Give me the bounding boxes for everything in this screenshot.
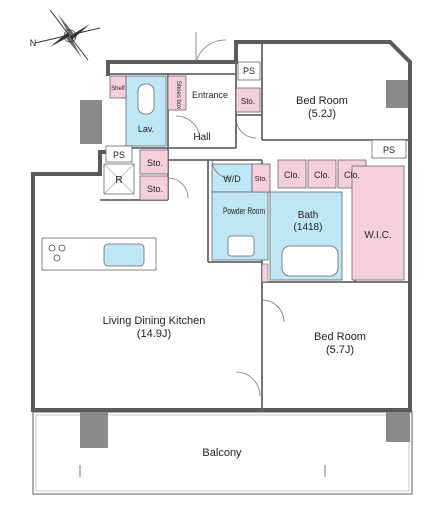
label-ps-left: PS	[113, 150, 125, 160]
label-ldk-size: (14.9J)	[137, 328, 171, 340]
label-balcony: Balcony	[202, 447, 242, 459]
compass-rose-icon	[34, 9, 101, 61]
ps-right-box	[371, 139, 407, 159]
storage-bath-side	[261, 263, 269, 283]
compass-north-label: N	[30, 38, 37, 48]
storage-hall-2-area	[139, 175, 169, 201]
storage-powder-area	[251, 163, 271, 193]
storage-hall-1-area	[139, 149, 169, 175]
shoes-box-area	[167, 75, 187, 111]
label-bath-size: (1418)	[294, 222, 323, 233]
label-washer-dryer: W/D	[223, 174, 241, 184]
label-closet-1: Clo.	[284, 170, 300, 180]
shelf-area	[109, 75, 127, 99]
door-swings	[167, 32, 285, 397]
label-bath: Bath	[298, 210, 319, 221]
pillar	[80, 100, 102, 144]
label-ps-right: PS	[383, 145, 395, 155]
kitchen-counter	[41, 237, 157, 271]
pillar	[386, 412, 410, 442]
label-storage-hall-2: Sto.	[147, 184, 163, 194]
stove-icon	[48, 244, 66, 262]
storage-entrance-area	[235, 87, 261, 113]
bathtub-icon	[281, 245, 339, 277]
pillar	[386, 80, 410, 108]
closet-1-area	[277, 159, 307, 189]
exterior-walls	[31, 40, 412, 412]
label-lavatory: Lav.	[138, 124, 154, 134]
label-bedroom-bottom: Bed Room	[314, 331, 366, 343]
label-refrigerator: R	[115, 175, 122, 186]
walk-in-closet-area	[351, 165, 405, 281]
label-closet-2: Clo.	[314, 170, 330, 180]
label-closet-3: Clo.	[344, 170, 360, 180]
ps-top-box	[237, 61, 261, 81]
closet-2-area	[307, 159, 337, 189]
washer-dryer-area	[211, 163, 253, 193]
label-bedroom-bottom-size: (5.7J)	[326, 344, 354, 356]
kitchen-sink-icon	[103, 243, 145, 267]
label-powder-room: Powder Room	[223, 206, 265, 216]
label-storage-hall-1: Sto.	[147, 158, 163, 168]
label-shoes-box: Shoes box	[175, 81, 181, 109]
label-entrance: Entrance	[192, 90, 228, 100]
label-ldk: Living Dining Kitchen	[103, 315, 206, 327]
sink-icon	[227, 235, 255, 257]
label-bedroom-top: Bed Room	[296, 95, 348, 107]
label-shelf: Shelf	[111, 86, 125, 92]
label-storage-powder: Sto.	[255, 176, 268, 183]
toilet-icon	[137, 83, 155, 115]
label-ps-top: PS	[243, 66, 255, 76]
label-hall: Hall	[193, 132, 210, 143]
pillar	[80, 412, 108, 448]
label-storage-entrance: Sto.	[241, 97, 255, 106]
ps-left-box	[105, 145, 133, 163]
label-walk-in-closet: W.I.C.	[364, 230, 391, 241]
label-bedroom-top-size: (5.2J)	[308, 108, 336, 120]
